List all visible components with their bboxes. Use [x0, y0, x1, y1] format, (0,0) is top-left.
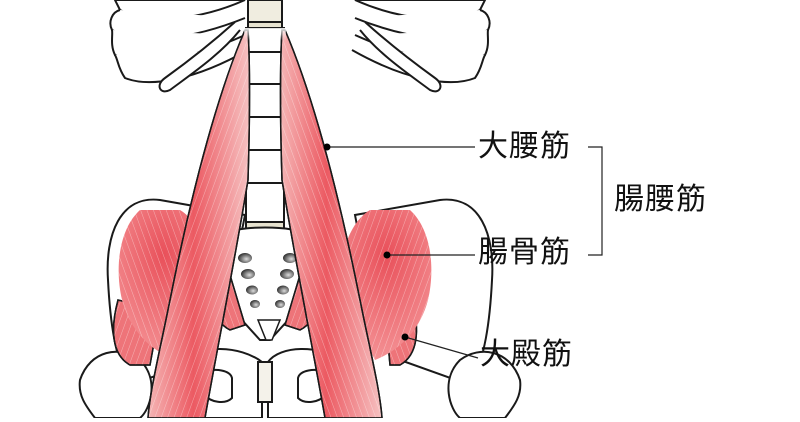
iliopsoas-label: 腸腰筋: [614, 182, 707, 217]
iliacus-label: 腸骨筋: [478, 235, 571, 270]
gluteus-label: 大殿筋: [480, 337, 573, 372]
psoas-muscles: [147, 28, 383, 419]
coccyx: [256, 319, 282, 341]
leader-lines: [323, 143, 603, 359]
sacral-foramina: [238, 253, 297, 308]
psoas-major-label: 大腰筋: [478, 129, 571, 164]
rib-cage: [109, 0, 491, 93]
